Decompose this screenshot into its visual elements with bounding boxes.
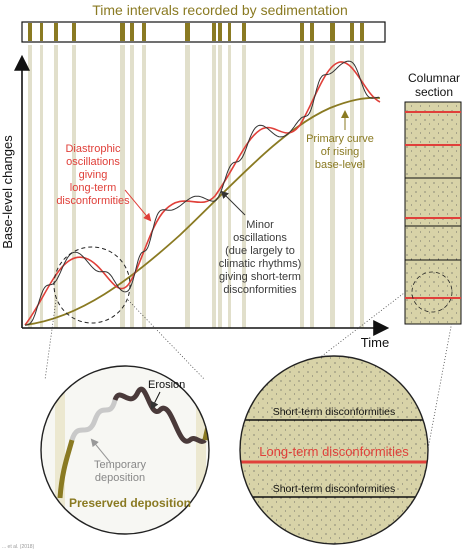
column-title-1: Columnar [408,71,460,85]
svg-text:giving: giving [79,169,108,181]
svg-text:base-level: base-level [315,159,365,171]
sedimentation-band [120,45,125,328]
svg-text:climatic rhythms): climatic rhythms) [219,258,302,270]
primary-curve [24,96,381,326]
zoom-right: Short-term disconformities Long-term dis… [239,355,429,545]
y-axis-label: Base-level changes [0,135,15,249]
svg-text:Diastrophic: Diastrophic [65,143,121,155]
connector-left-a [44,299,57,381]
minor-oscillations-curve [25,60,380,326]
time-bar-band [185,23,190,41]
svg-text:of rising: of rising [321,146,360,158]
sedimentation-band [185,45,190,328]
sedimentation-band [242,45,246,328]
svg-text:disconformities: disconformities [223,284,297,296]
zoom-left: Erosion Temporary deposition Preserved d… [40,365,210,535]
svg-text:disconformities: disconformities [56,195,130,207]
time-bar-band [350,23,354,41]
zoom-circle-left [53,246,131,324]
diastrophic-annotation: Diastrophic oscillations giving long-ter… [56,143,152,222]
primary-annotation: Primary curve of rising base-level [306,110,374,171]
minor-annotation: Minor oscillations (due largely to clima… [219,190,302,296]
time-bar-band [40,23,43,41]
time-bar-band [228,23,231,41]
time-bar-band [300,23,304,41]
x-axis-label: Time [361,335,389,350]
time-bar-band [142,23,146,41]
time-bar-band [72,23,76,41]
sedimentation-band [310,45,314,328]
connector-left-b [127,299,206,381]
time-bar-band [28,23,32,41]
time-bar-bands [28,23,364,41]
column-disconformities [405,111,461,299]
time-bar-band [120,23,125,41]
sedimentation-band [142,45,146,328]
time-bar-frame [21,21,386,43]
column-title-2: section [415,85,453,99]
long-term-label: Long-term disconformities [259,444,409,459]
columnar-section [404,101,462,325]
time-bar-band [242,23,246,41]
svg-text:oscillations: oscillations [66,156,120,168]
time-bar-band [310,23,314,41]
short-bottom-label: Short-term disconformities [273,483,396,495]
sedimentation-band [218,45,222,328]
preserved-label: Preserved deposition [69,496,191,510]
column-zoom-circle [411,271,453,313]
temporary-label-2: deposition [95,472,145,484]
time-bar-band [212,23,216,41]
svg-text:giving short-term: giving short-term [219,271,301,283]
svg-text:Primary curve: Primary curve [306,133,374,145]
temporary-label-1: Temporary [94,459,146,471]
sedimentation-bands [28,45,364,328]
sedimentation-band [330,45,335,328]
sedimentation-band [350,45,354,328]
sedimentation-band [212,45,216,328]
svg-text:oscillations: oscillations [233,232,287,244]
time-bar-band [130,23,134,41]
sedimentation-band [28,45,32,328]
time-bar-band [218,23,222,41]
connector-right-b [424,299,457,466]
svg-text:(due largely to: (due largely to [225,245,295,257]
sedimentation-band [300,45,304,328]
credit: ... et al. (2018) [2,544,35,550]
diastrophic-curve [24,61,381,326]
sedimentation-band [130,45,134,328]
svg-text:long-term: long-term [70,182,116,194]
time-bar-band [54,23,58,41]
svg-text:Minor: Minor [246,219,274,231]
figure-title: Time intervals recorded by sedimentation [92,2,348,18]
time-bar-band [330,23,335,41]
short-top-label: Short-term disconformities [273,406,396,418]
sedimentation-band [72,45,76,328]
sedimentation-band [54,45,58,328]
sedimentation-band [360,45,364,328]
time-bar-band [360,23,364,41]
erosion-label: Erosion [148,379,185,391]
sedimentation-band [40,45,43,328]
